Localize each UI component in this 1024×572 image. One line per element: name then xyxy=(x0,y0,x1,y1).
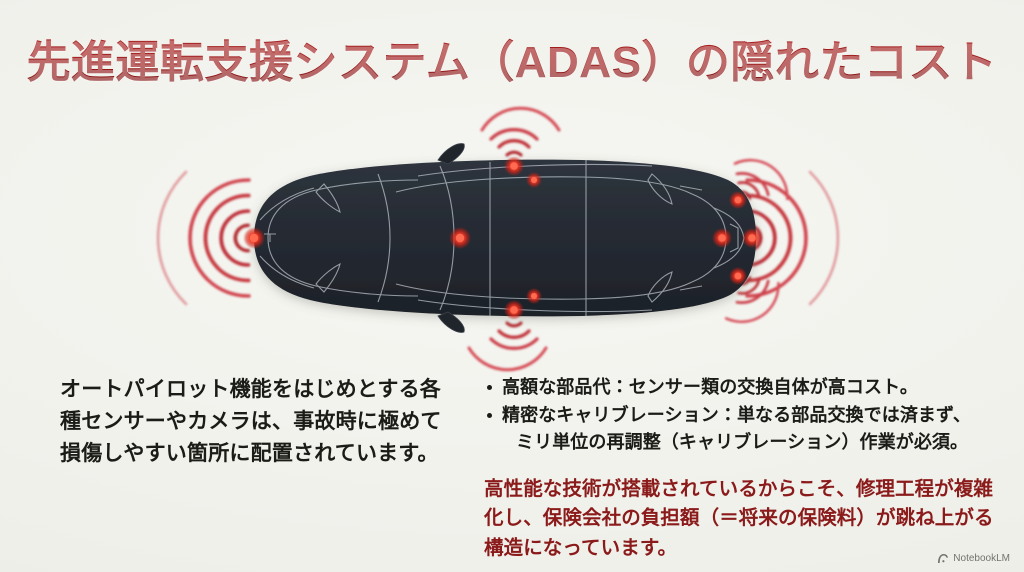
conclusion-note: 高性能な技術が搭載されているからこそ、修理工程が複雑化し、保険会社の負担額（＝将… xyxy=(484,478,994,559)
left-description-paragraph: オートパイロット機能をはじめとする各種センサーやカメラは、事故時に極めて損傷しや… xyxy=(60,378,442,465)
list-item: 高額な部品代：センサー類の交換自体が高コスト。 xyxy=(484,374,996,401)
car-body xyxy=(254,159,756,317)
car-panel-lines xyxy=(259,160,745,316)
bullet-label: 高額な部品代：センサー類の交換自体が高コスト。 xyxy=(502,377,918,397)
bullet-continuation: ミリ単位の再調整（キャリブレーション）作業が必須。 xyxy=(516,432,969,452)
page-title: 先進運転支援システム（ADAS）の隠れたコスト xyxy=(0,38,1024,87)
notebooklm-watermark: NotebookLM xyxy=(937,553,1010,564)
notebooklm-logo-icon xyxy=(937,553,949,564)
adas-sensor-car-diagram xyxy=(156,104,842,372)
sensor-dots xyxy=(243,156,762,320)
side-mirrors xyxy=(437,143,465,333)
bullet-dot-icon xyxy=(487,385,492,390)
list-item: 精密なキャリブレーション：単なる部品交換では済まず、 ミリ単位の再調整（キャリブ… xyxy=(484,402,996,456)
bullet-label: 精密なキャリブレーション：単なる部品交換では済まず、 xyxy=(502,405,971,425)
bullet-dot-icon xyxy=(487,413,492,418)
cost-bullet-list: 高額な部品代：センサー類の交換自体が高コスト。 精密なキャリブレーション：単なる… xyxy=(484,374,996,457)
watermark-label: NotebookLM xyxy=(953,553,1010,564)
